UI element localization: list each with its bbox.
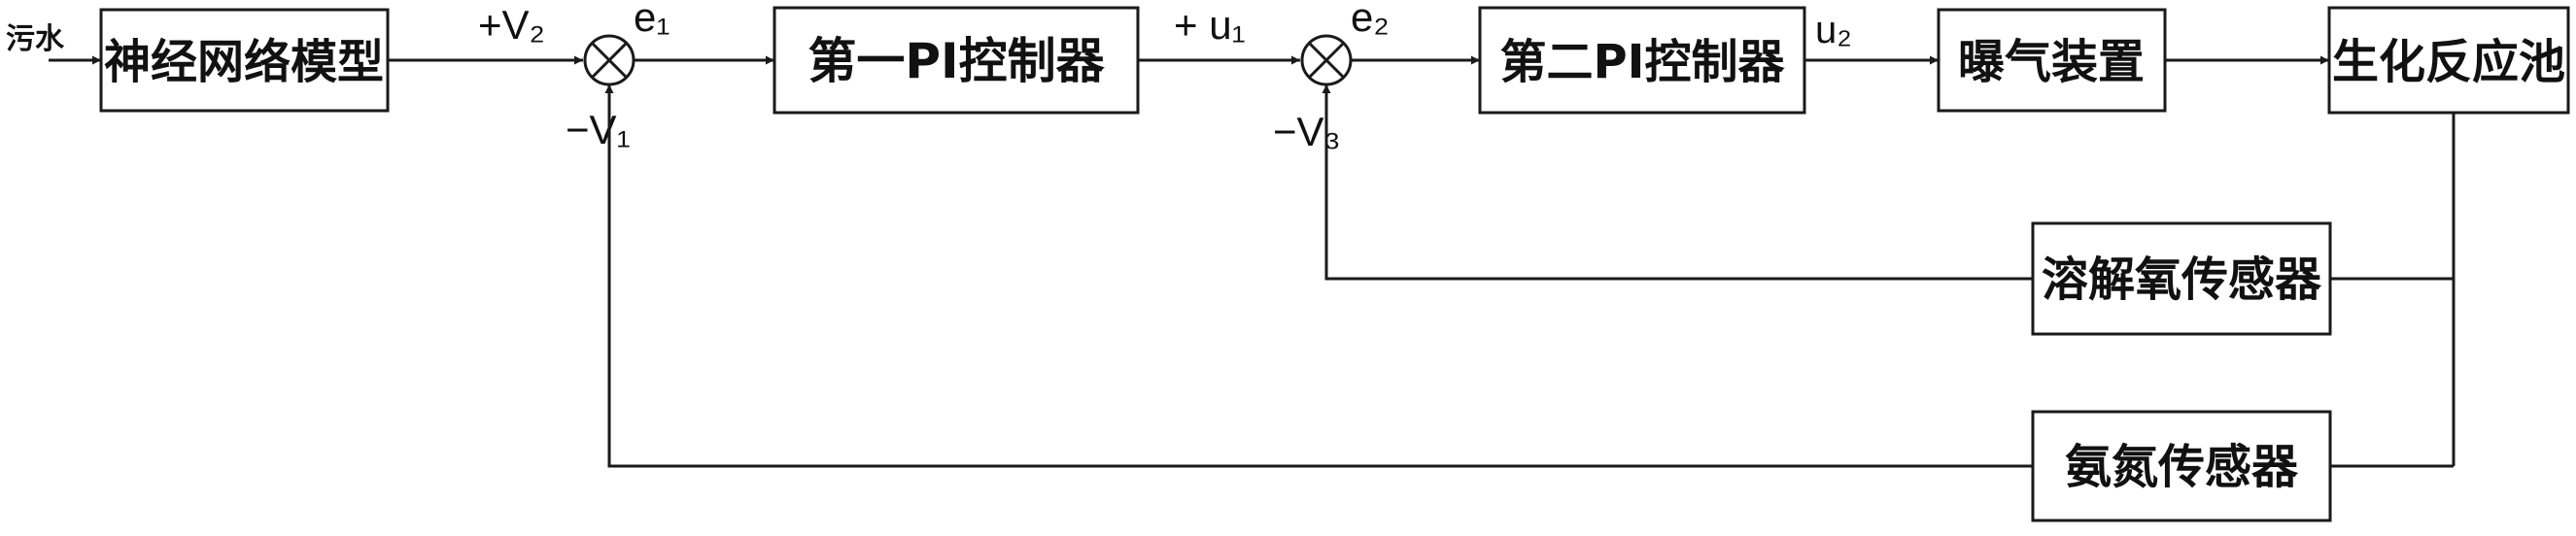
reactor-label: 生化反应池 (2332, 35, 2565, 89)
nh-sensor-label: 氨氮传感器 (2065, 440, 2299, 494)
signal-v2-label: +V₂ (478, 2, 545, 48)
nh-sensor-block[interactable]: 氨氮传感器 (2031, 410, 2332, 522)
nn-model-block[interactable]: 神经网络模型 (99, 8, 390, 113)
summing-junction-1 (583, 34, 635, 86)
aeration-block[interactable]: 曝气装置 (1937, 8, 2167, 113)
reactor-block[interactable]: 生化反应池 (2327, 6, 2570, 115)
aeration-label: 曝气装置 (1958, 35, 2145, 89)
signal-u2-label: u₂ (1815, 9, 1852, 51)
signal-e1-label: e₁ (634, 0, 670, 40)
signal-v3-label: −V₃ (1273, 109, 1341, 154)
signal-e2-label: e₂ (1351, 0, 1390, 40)
pi2-block[interactable]: 第二PI控制器 (1478, 6, 1806, 115)
signal-u1-label: + u₁ (1174, 2, 1246, 48)
pi1-block[interactable]: 第一PI控制器 (773, 6, 1140, 115)
signal-v1-label: −V₁ (566, 107, 631, 152)
feedback-path-v1 (604, 84, 2033, 468)
pi2-label: 第二PI控制器 (1499, 35, 1785, 89)
nn-model-label: 神经网络模型 (104, 35, 384, 89)
summing-junction-2 (1300, 34, 1353, 86)
input-label: 污水 (6, 22, 65, 56)
feedback-path-v3 (1322, 84, 2033, 281)
do-sensor-block[interactable]: 溶解氧传感器 (2031, 221, 2332, 336)
do-sensor-label: 溶解氧传感器 (2042, 252, 2322, 307)
pi1-label: 第一PI控制器 (807, 33, 1105, 89)
